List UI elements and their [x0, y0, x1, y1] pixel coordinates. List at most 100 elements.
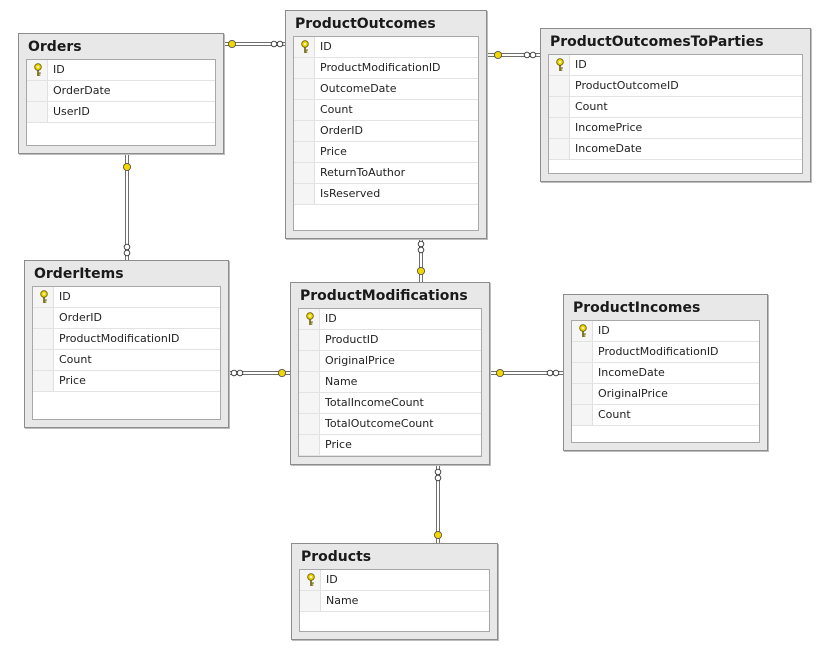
table-productmodifications[interactable]: ProductModifications ID ProductID Origin…	[290, 282, 490, 465]
column-row[interactable]: ID	[27, 60, 215, 81]
column-row[interactable]: ProductModificationID	[33, 329, 220, 350]
row-selector[interactable]	[33, 308, 54, 328]
row-selector[interactable]	[300, 591, 321, 611]
column-name: TotalIncomeCount	[325, 396, 424, 409]
row-selector[interactable]	[299, 351, 320, 371]
column-row[interactable]: Count	[549, 97, 802, 118]
column-row[interactable]: ID	[299, 309, 481, 330]
column-name: TotalOutcomeCount	[325, 417, 434, 430]
column-name: UserID	[53, 105, 90, 118]
column-row[interactable]: ProductOutcomeID	[549, 76, 802, 97]
table-products[interactable]: Products ID Name	[291, 543, 498, 640]
column-row[interactable]: Name	[299, 372, 481, 393]
row-selector[interactable]	[294, 163, 315, 183]
column-row[interactable]: OrderDate	[27, 81, 215, 102]
column-grid: ID Name	[299, 569, 490, 632]
row-selector[interactable]	[294, 142, 315, 162]
row-selector[interactable]	[299, 414, 320, 434]
column-row[interactable]: OrderID	[294, 121, 478, 142]
column-row[interactable]: ID	[572, 321, 759, 342]
column-row[interactable]: IsReserved	[294, 184, 478, 205]
row-selector[interactable]	[299, 372, 320, 392]
column-row[interactable]: TotalOutcomeCount	[299, 414, 481, 435]
column-row[interactable]: OutcomeDate	[294, 79, 478, 100]
table-productoutcomestoparties[interactable]: ProductOutcomesToParties ID ProductOutco…	[540, 28, 811, 182]
relationship-productoutcomes-productoutcomestoparties[interactable]	[487, 50, 540, 60]
column-name: ID	[320, 40, 332, 53]
column-name: OrderDate	[53, 84, 111, 97]
column-row[interactable]: OrderID	[33, 308, 220, 329]
many-end-infinity-icon	[546, 369, 560, 377]
column-row[interactable]: ProductModificationID	[294, 58, 478, 79]
table-orders[interactable]: Orders ID OrderDate UserID	[18, 33, 224, 154]
table-orderitems[interactable]: OrderItems ID OrderID ProductModificatio…	[24, 260, 229, 428]
relationship-productmodifications-productincomes[interactable]	[490, 368, 563, 378]
column-name: Price	[325, 438, 352, 451]
table-productoutcomes[interactable]: ProductOutcomes ID ProductModificationID…	[285, 10, 487, 239]
row-selector[interactable]	[572, 405, 593, 425]
row-selector[interactable]	[549, 76, 570, 96]
column-row[interactable]: IncomeDate	[549, 139, 802, 160]
row-selector[interactable]	[572, 363, 593, 383]
column-name: ID	[59, 290, 71, 303]
column-row[interactable]: OriginalPrice	[299, 351, 481, 372]
relationship-orders-productoutcomes[interactable]	[224, 39, 285, 49]
many-end-infinity-icon	[434, 468, 442, 482]
one-end-key-icon	[433, 530, 443, 540]
row-selector[interactable]	[294, 58, 315, 78]
column-row[interactable]: ID	[300, 570, 489, 591]
column-row[interactable]: ProductID	[299, 330, 481, 351]
row-selector[interactable]	[27, 102, 48, 122]
row-selector[interactable]	[549, 97, 570, 117]
row-selector[interactable]	[572, 342, 593, 362]
column-row[interactable]: ProductModificationID	[572, 342, 759, 363]
column-name: ProductID	[325, 333, 379, 346]
many-end-infinity-icon	[270, 40, 284, 48]
column-row[interactable]: Count	[572, 405, 759, 426]
column-name: ID	[53, 63, 65, 76]
row-selector[interactable]	[299, 393, 320, 413]
column-row[interactable]: ReturnToAuthor	[294, 163, 478, 184]
column-row[interactable]: IncomePrice	[549, 118, 802, 139]
column-name: Count	[59, 353, 92, 366]
column-row[interactable]: Price	[294, 142, 478, 163]
column-name: ID	[326, 573, 338, 586]
row-selector[interactable]	[549, 139, 570, 159]
column-name: Price	[59, 374, 86, 387]
column-row[interactable]: TotalIncomeCount	[299, 393, 481, 414]
row-selector[interactable]	[33, 350, 54, 370]
column-name: OriginalPrice	[598, 387, 668, 400]
relationship-orders-orderitems[interactable]	[122, 154, 132, 260]
row-selector[interactable]	[299, 330, 320, 350]
table-productincomes[interactable]: ProductIncomes ID ProductModificationID …	[563, 294, 768, 451]
row-selector[interactable]	[549, 118, 570, 138]
one-end-key-icon	[416, 266, 426, 276]
row-selector[interactable]	[27, 81, 48, 101]
row-selector[interactable]	[294, 121, 315, 141]
column-row[interactable]: UserID	[27, 102, 215, 123]
column-row[interactable]: Name	[300, 591, 489, 612]
row-selector[interactable]	[294, 100, 315, 120]
column-row[interactable]: ID	[294, 37, 478, 58]
column-row[interactable]: IncomeDate	[572, 363, 759, 384]
column-row[interactable]: Price	[33, 371, 220, 392]
row-selector[interactable]	[294, 184, 315, 204]
row-selector[interactable]	[33, 329, 54, 349]
column-row[interactable]: ID	[33, 287, 220, 308]
column-name: Price	[320, 145, 347, 158]
row-selector[interactable]	[294, 79, 315, 99]
column-name: ID	[325, 312, 337, 325]
row-selector[interactable]	[33, 371, 54, 391]
row-selector[interactable]	[572, 384, 593, 404]
column-name: IncomePrice	[575, 121, 643, 134]
relationship-products-productmodifications[interactable]	[433, 465, 443, 543]
column-row[interactable]: ID	[549, 55, 802, 76]
column-row[interactable]: Count	[33, 350, 220, 371]
row-selector[interactable]	[299, 435, 320, 455]
relationship-productmodifications-orderitems[interactable]	[229, 368, 290, 378]
column-row[interactable]: Count	[294, 100, 478, 121]
relationship-productmodifications-productoutcomes[interactable]	[416, 239, 426, 282]
column-row[interactable]: Price	[299, 435, 481, 456]
column-row[interactable]: OriginalPrice	[572, 384, 759, 405]
